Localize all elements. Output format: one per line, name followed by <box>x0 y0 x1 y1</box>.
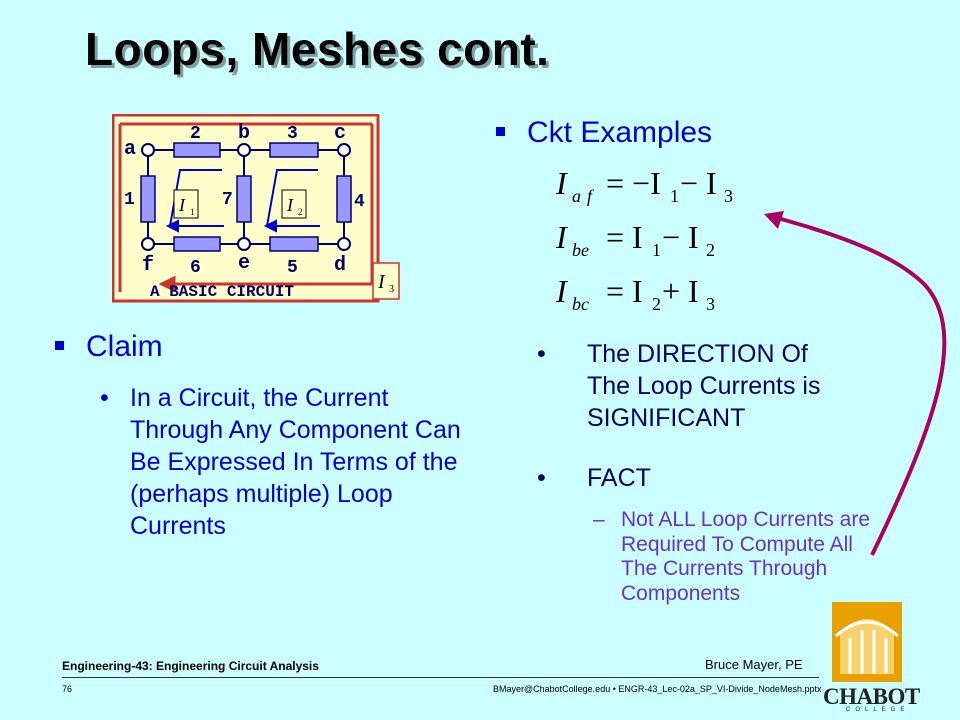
resistor-label-6: 6 <box>190 258 201 278</box>
resistor-6 <box>173 236 221 252</box>
svg-text:3: 3 <box>724 186 733 206</box>
equation-3: I bc = I 2 + I 3 <box>555 273 715 314</box>
loop-label-3: I <box>377 271 386 293</box>
resistor-5 <box>269 236 319 252</box>
node-label-f: f <box>142 254 154 277</box>
claim-heading: Claim <box>55 330 163 364</box>
ckt-examples-heading: Ckt Examples <box>496 116 712 150</box>
footer-email-file: BMayer@ChabotCollege.edu • ENGR-43_Lec-0… <box>493 684 822 694</box>
loop-arrow-1 <box>169 169 222 227</box>
bullet-icon: • <box>537 464 546 492</box>
node-a <box>141 143 155 157</box>
logo-sub: COLLEGE <box>846 707 910 713</box>
resistor-1 <box>140 175 156 223</box>
svg-text:+ I: + I <box>662 273 699 309</box>
resistor-label-7: 7 <box>222 190 233 210</box>
resistor-4 <box>336 175 352 223</box>
circuit-caption: A BASIC CIRCUIT <box>150 283 294 301</box>
svg-text:af: af <box>572 186 598 206</box>
svg-text:1: 1 <box>670 186 679 206</box>
footer-divider <box>62 677 819 678</box>
equation-2: I be = I 1 − I 2 <box>555 219 715 260</box>
resistor-label-1: 1 <box>124 190 135 210</box>
svg-text:= I: = I <box>606 219 643 255</box>
svg-text:2: 2 <box>298 207 303 217</box>
fact-bullet: • FACT <box>537 464 651 492</box>
loop-arrow-2 <box>266 169 318 227</box>
svg-text:3: 3 <box>389 284 394 295</box>
node-b <box>237 143 251 157</box>
loop-label-3-box: I 3 <box>372 262 400 300</box>
node-label-b: b <box>238 122 250 145</box>
slide-title: Loops, Meshes cont. <box>85 23 550 75</box>
page-number: 76 <box>62 684 73 694</box>
svg-text:bc: bc <box>572 294 589 314</box>
svg-text:3: 3 <box>706 294 715 314</box>
node-d <box>337 237 351 251</box>
svg-text:− I: − I <box>680 165 717 201</box>
svg-text:1: 1 <box>190 207 195 217</box>
resistor-7 <box>236 175 252 223</box>
svg-text:I: I <box>555 165 568 201</box>
equations: I af = −I 1 − I 3 I be = I 1 − I 2 I bc … <box>555 165 733 314</box>
resistor-3 <box>269 142 319 158</box>
square-bullet-icon <box>496 126 505 136</box>
node-c <box>337 143 351 157</box>
footer-author: Bruce Mayer, PE <box>705 657 803 672</box>
svg-text:I: I <box>555 273 568 309</box>
circuit-diagram: I 1 I 2 a b c f e d 2 3 1 7 4 6 5 A BASI… <box>112 114 380 303</box>
bullet-icon: • <box>537 340 546 368</box>
chabot-logo-icon <box>832 602 902 682</box>
svg-text:be: be <box>572 240 589 260</box>
logo-name: CHABOT <box>823 684 920 709</box>
resistor-label-4: 4 <box>354 192 365 212</box>
loop-label-2: I <box>286 195 294 215</box>
bullet-icon: • <box>100 384 109 412</box>
svg-text:2: 2 <box>706 240 715 260</box>
svg-text:= −I: = −I <box>606 165 661 201</box>
node-label-c: c <box>334 122 346 145</box>
resistor-label-3: 3 <box>287 124 298 144</box>
svg-text:= I: = I <box>606 273 643 309</box>
svg-text:I: I <box>555 219 568 255</box>
node-label-a: a <box>124 138 136 161</box>
node-label-e: e <box>238 252 250 275</box>
svg-text:1: 1 <box>652 240 661 260</box>
fact-note: – Not ALL Loop Currents are Required To … <box>593 508 871 605</box>
resistor-label-5: 5 <box>287 258 298 278</box>
equation-1: I af = −I 1 − I 3 <box>555 165 733 206</box>
svg-text:2: 2 <box>652 294 661 314</box>
node-label-d: d <box>334 254 346 277</box>
resistor-2 <box>173 142 221 158</box>
square-bullet-icon <box>55 340 64 350</box>
loop-label-1: I <box>178 195 186 215</box>
claim-body: • In a Circuit, the Current Through Any … <box>100 384 461 540</box>
footer-course: Engineering-43: Engineering Circuit Anal… <box>62 659 319 673</box>
dash-icon: – <box>593 508 605 531</box>
curved-arrow <box>764 211 947 556</box>
direction-bullet: • The DIRECTION Of The Loop Currents is … <box>537 340 821 432</box>
resistor-label-2: 2 <box>190 124 201 144</box>
node-f <box>141 237 155 251</box>
svg-text:− I: − I <box>662 219 699 255</box>
node-e <box>237 237 251 251</box>
